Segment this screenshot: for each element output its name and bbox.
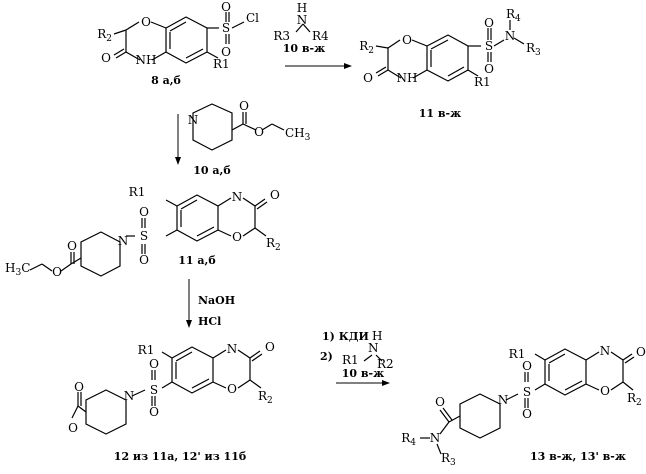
reagent-step2-label: 10 в-ж bbox=[342, 367, 384, 380]
atom-o: O bbox=[484, 16, 494, 30]
compound-label-8: 8 а,б bbox=[151, 74, 181, 87]
atom-o: O bbox=[67, 239, 77, 253]
atom-r1: R1 bbox=[213, 57, 230, 71]
atom-o: O bbox=[221, 0, 231, 14]
atom-o: O bbox=[522, 359, 532, 373]
atom-o: O bbox=[141, 15, 151, 29]
atom-r1: R1 bbox=[129, 185, 146, 199]
atom-o: O bbox=[52, 265, 62, 279]
atom-nh: NH bbox=[136, 53, 157, 67]
bond bbox=[363, 354, 373, 362]
atom-r1: R1 bbox=[509, 347, 526, 361]
atom-nh: NH bbox=[397, 71, 418, 85]
atom-n: N bbox=[498, 393, 509, 407]
atom-n: N bbox=[227, 342, 238, 356]
atom-n: N bbox=[232, 190, 243, 204]
atom-r3: R3 bbox=[441, 451, 456, 468]
compound-12-structure bbox=[71, 346, 263, 435]
atom-r2: R2 bbox=[266, 236, 281, 253]
compound-label-10: 10 а,б bbox=[193, 164, 230, 177]
compound-13-structure bbox=[420, 348, 635, 455]
atom-cl: Cl bbox=[246, 11, 259, 25]
atom-o: O bbox=[636, 345, 646, 359]
arrow-head bbox=[175, 157, 181, 165]
amine-10-structure bbox=[295, 23, 311, 33]
reagent-hcl: HCl bbox=[198, 315, 221, 328]
atom-o: O bbox=[68, 421, 78, 435]
atom-r4: R4 bbox=[312, 29, 329, 43]
compound-8-structure bbox=[113, 12, 245, 64]
atom-o: O bbox=[522, 407, 532, 421]
atom-r3: R3 bbox=[526, 41, 541, 58]
atom-o: O bbox=[254, 125, 264, 139]
atom-s: S bbox=[485, 39, 493, 53]
compound-11-top-structure bbox=[375, 20, 525, 82]
piperidine-ester-10-structure bbox=[192, 103, 285, 151]
atom-o: O bbox=[265, 340, 275, 354]
atom-n: N bbox=[297, 13, 308, 27]
atom-r2: R2 bbox=[97, 27, 112, 44]
arrow-head bbox=[344, 63, 352, 69]
atom-o: O bbox=[363, 71, 373, 85]
compound-label-12: 12 из 11а, 12' из 11б bbox=[114, 450, 246, 463]
atom-r1: R1 bbox=[138, 343, 155, 357]
atom-o: O bbox=[600, 384, 610, 398]
atom-o: O bbox=[227, 382, 237, 396]
atom-n: N bbox=[118, 234, 129, 248]
atom-o: O bbox=[139, 205, 149, 219]
atom-n: N bbox=[505, 29, 516, 43]
atom-o: O bbox=[139, 253, 149, 267]
atom-o: O bbox=[402, 33, 412, 47]
compound-label-11-top: 11 в-ж bbox=[419, 107, 461, 120]
atom-s: S bbox=[222, 21, 230, 35]
reagent-step2: 2) bbox=[320, 350, 333, 363]
atom-n: N bbox=[600, 344, 611, 358]
atom-s: S bbox=[140, 229, 148, 243]
atom-o: O bbox=[239, 99, 249, 113]
atom-r1: R1 bbox=[342, 353, 359, 367]
atom-o: O bbox=[74, 380, 84, 394]
atom-o: O bbox=[435, 395, 445, 409]
atom-o: O bbox=[270, 188, 280, 202]
compound-label-11-mid: 11 а,б bbox=[178, 254, 215, 267]
atom-r2: R2 bbox=[377, 357, 394, 371]
atom-n: N bbox=[188, 113, 199, 127]
atom-r2: R2 bbox=[359, 39, 374, 56]
atom-o: O bbox=[232, 230, 242, 244]
atom-h: H bbox=[372, 329, 382, 343]
atom-r3: R3 bbox=[273, 29, 290, 43]
atom-s: S bbox=[523, 385, 531, 399]
atom-r2: R2 bbox=[627, 391, 642, 408]
atom-h: H bbox=[297, 1, 307, 15]
compound-label-13: 13 в-ж, 13' в-ж bbox=[530, 450, 626, 463]
atom-r2: R2 bbox=[258, 389, 273, 406]
reagent-naoh: NaOH bbox=[198, 294, 235, 307]
atom-n: N bbox=[124, 389, 135, 403]
arrow-head bbox=[382, 380, 390, 386]
atom-o: O bbox=[101, 51, 111, 65]
arrow-head bbox=[186, 320, 192, 328]
atom-h3c: H3C bbox=[5, 261, 30, 278]
bond bbox=[375, 354, 383, 362]
atom-s: S bbox=[150, 383, 158, 397]
atom-n: N bbox=[430, 431, 441, 445]
compound-11-mid-structure bbox=[29, 194, 268, 277]
atom-o: O bbox=[149, 357, 159, 371]
reagent-amine-label: 10 в-ж bbox=[283, 42, 325, 55]
atom-o: O bbox=[149, 405, 159, 419]
reagent-step1: 1) КДИ bbox=[322, 330, 369, 343]
atom-n: N bbox=[368, 341, 379, 355]
atom-o: O bbox=[221, 45, 231, 59]
atom-o: O bbox=[484, 62, 494, 76]
atom-r4: R4 bbox=[401, 431, 416, 448]
atom-r1: R1 bbox=[474, 75, 491, 89]
atom-ch3: CH3 bbox=[285, 126, 311, 143]
atom-r4: R4 bbox=[506, 7, 521, 24]
